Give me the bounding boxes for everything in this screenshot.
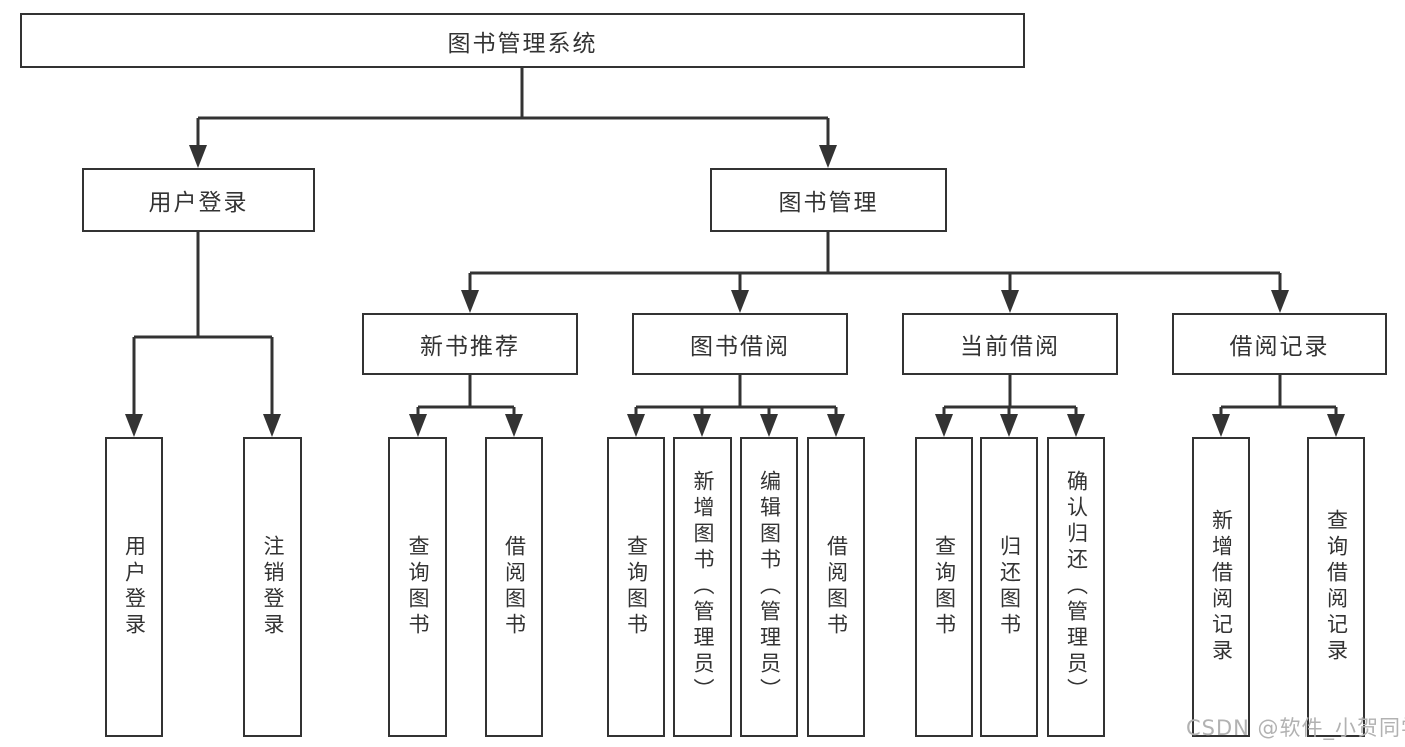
node-query-books-current: 查询图书 <box>915 437 973 737</box>
node-add-books-admin: 新增图书（管理员） <box>673 437 732 737</box>
node-book-borrowing: 图书借阅 <box>632 313 848 375</box>
node-query-books-rec: 查询图书 <box>388 437 447 737</box>
node-query-books-borrow: 查询图书 <box>607 437 665 737</box>
node-borrow-books: 借阅图书 <box>807 437 865 737</box>
node-new-book-recommendation: 新书推荐 <box>362 313 578 375</box>
node-confirm-return-admin: 确认归还（管理员） <box>1047 437 1105 737</box>
node-query-borrow-record: 查询借阅记录 <box>1307 437 1365 737</box>
node-logout: 注销登录 <box>243 437 302 737</box>
node-borrowing-records: 借阅记录 <box>1172 313 1387 375</box>
node-library-management-system: 图书管理系统 <box>20 13 1025 68</box>
node-current-borrowing: 当前借阅 <box>902 313 1118 375</box>
node-book-management: 图书管理 <box>710 168 947 232</box>
node-user-login-leaf: 用户登录 <box>105 437 163 737</box>
node-user-login: 用户登录 <box>82 168 315 232</box>
node-add-borrow-record: 新增借阅记录 <box>1192 437 1250 737</box>
node-edit-books-admin: 编辑图书（管理员） <box>740 437 798 737</box>
csdn-watermark: CSDN @软件_小贺同学 <box>1186 716 1405 740</box>
node-return-books: 归还图书 <box>980 437 1038 737</box>
node-borrow-books-rec: 借阅图书 <box>485 437 543 737</box>
